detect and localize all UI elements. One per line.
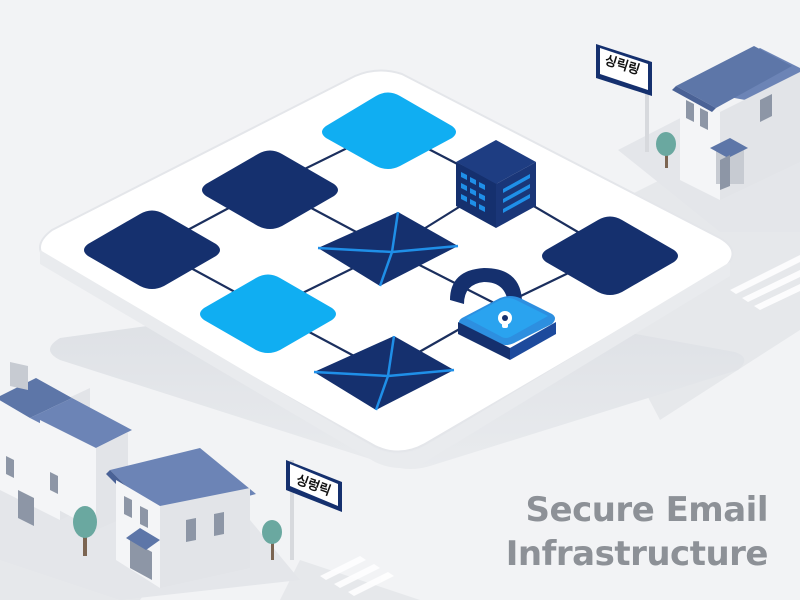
tree-icon-left: [73, 506, 97, 556]
caption-line-2: Infrastructure: [505, 534, 769, 574]
node-sky-lower-left: [200, 274, 336, 353]
street-sign-icon-left: [286, 460, 342, 560]
server-icon: [456, 140, 536, 228]
house-icon-front: [106, 448, 256, 588]
node-navy-right: [542, 216, 678, 295]
node-navy-upper-left: [202, 150, 338, 229]
platform-edge: [40, 250, 730, 468]
caption: Secure Email Infrastructure: [505, 488, 769, 576]
node-sky-top: [322, 92, 456, 169]
node-navy-left: [84, 210, 220, 289]
tree-icon-front: [262, 520, 282, 560]
street-sign-icon: [596, 44, 652, 152]
caption-line-1: Secure Email: [525, 490, 769, 530]
envelope-icon-lower: [313, 335, 455, 411]
padlock-icon: [450, 268, 556, 360]
envelope-icon: [317, 211, 459, 287]
tree-icon: [656, 132, 676, 168]
